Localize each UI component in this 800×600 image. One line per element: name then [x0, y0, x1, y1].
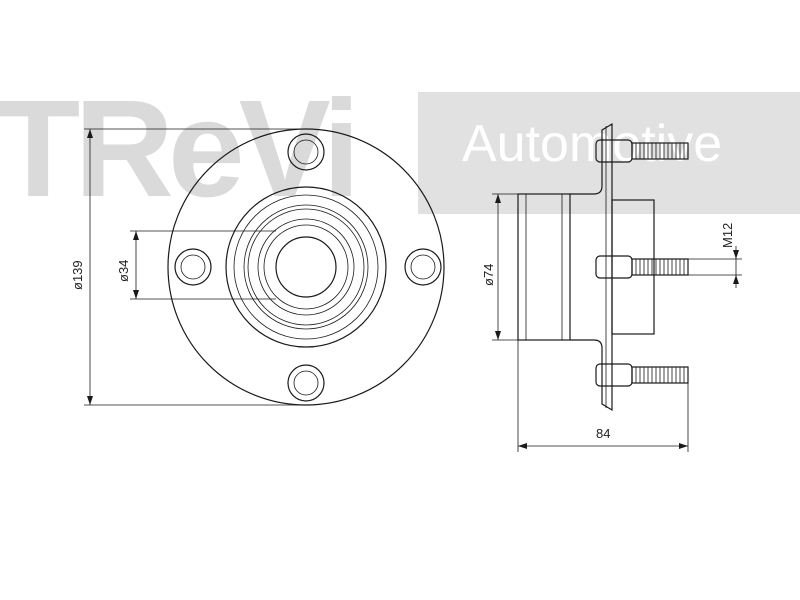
bolt-hole-right	[404, 248, 442, 286]
bolt-hole-bottom	[287, 364, 325, 402]
front-view: ø139 ø34	[70, 128, 445, 406]
thread-label: M12	[720, 223, 735, 248]
stud-bottom	[595, 363, 689, 387]
hub-ring-4	[257, 218, 355, 316]
hub-diameter-dimension	[492, 193, 518, 341]
thread-dimension	[688, 246, 742, 288]
side-view: ø74 M12 84	[481, 122, 742, 452]
watermark-band	[418, 92, 800, 214]
flange-diameter-dimension	[84, 128, 306, 406]
bolt-hole-top	[287, 133, 325, 171]
stud-top	[595, 139, 689, 163]
hub-ring-5	[263, 224, 349, 310]
pilot	[611, 199, 655, 335]
hub-ring-1	[233, 194, 379, 340]
hub-body	[517, 193, 571, 341]
bore-diameter-label: ø34	[116, 260, 131, 282]
hub-ring-3	[247, 208, 365, 326]
total-width-label: 84	[596, 426, 610, 441]
hub-diameter-label: ø74	[481, 264, 496, 286]
hub-ring-2	[243, 204, 369, 330]
stud-middle	[595, 255, 689, 279]
bolt-hole-left	[174, 248, 212, 286]
flange-diameter-label: ø139	[70, 260, 85, 290]
watermark-brand-text: Automotive	[462, 115, 723, 173]
bore-diameter-dimension	[130, 230, 276, 300]
bore-circle	[275, 236, 337, 298]
total-width-dimension	[517, 340, 689, 452]
hub-outer-circle	[225, 186, 387, 348]
